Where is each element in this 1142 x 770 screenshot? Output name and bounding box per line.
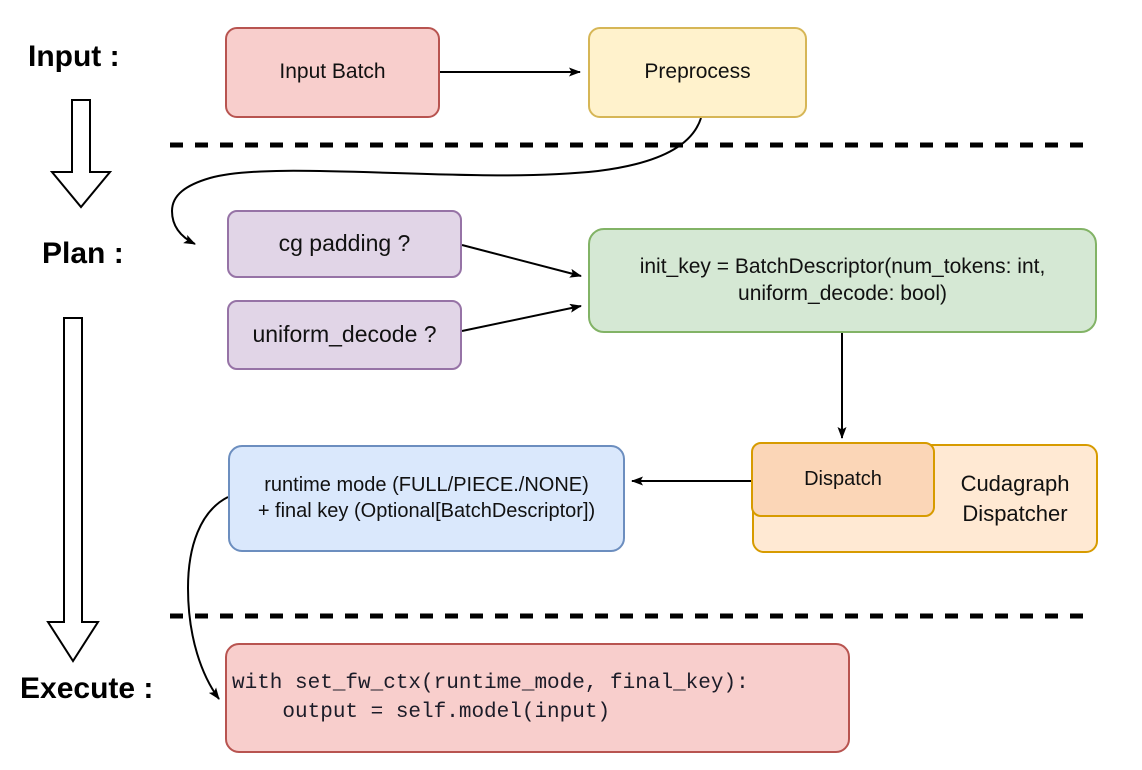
node-init-key: init_key = BatchDescriptor(num_tokens: i… xyxy=(588,228,1097,333)
node-preprocess-label: Preprocess xyxy=(644,60,751,84)
arrow-uniform-decode-to-init-key xyxy=(461,303,582,332)
flow-arrow-plan-to-execute-icon xyxy=(46,317,100,663)
node-runtime-mode: runtime mode (FULL/PIECE./NONE) + final … xyxy=(228,445,625,552)
cudagraph-label-line1: Cudagraph xyxy=(960,470,1070,496)
stage-label-execute: Execute : xyxy=(20,672,154,705)
node-runtime-mode-line1: runtime mode (FULL/PIECE./NONE) xyxy=(264,473,589,496)
cudagraph-label-line2: Dispatcher xyxy=(962,500,1068,526)
node-execute-code: with set_fw_ctx(runtime_mode, final_key)… xyxy=(225,643,850,753)
node-cg-padding-label: cg padding ? xyxy=(278,230,411,257)
node-init-key-line2: uniform_decode: bool) xyxy=(738,281,947,305)
execute-code-line2: output = self.model(input) xyxy=(232,701,611,724)
node-uniform-decode: uniform_decode ? xyxy=(227,300,462,370)
flow-arrow-input-to-plan-icon xyxy=(49,99,113,209)
node-init-key-line1: init_key = BatchDescriptor(num_tokens: i… xyxy=(639,254,1046,278)
node-dispatch-label: Dispatch xyxy=(804,467,882,490)
stage-label-plan: Plan : xyxy=(42,237,124,270)
node-runtime-mode-line2: + final key (Optional[BatchDescriptor]) xyxy=(257,499,596,522)
execute-code-line1: with set_fw_ctx(runtime_mode, final_key)… xyxy=(232,672,749,695)
arrow-cg-padding-to-init-key xyxy=(461,244,582,278)
arrow-preprocess-to-cg-padding xyxy=(170,117,702,245)
node-uniform-decode-label: uniform_decode ? xyxy=(252,321,437,348)
node-dispatch: Dispatch xyxy=(751,442,935,517)
node-preprocess: Preprocess xyxy=(588,27,807,118)
node-cudagraph-dispatcher-label: Cudagraph Dispatcher xyxy=(935,446,1095,551)
stage-label-input: Input : xyxy=(28,40,120,73)
node-input-batch-label: Input Batch xyxy=(279,60,386,84)
arrow-runtime-mode-to-execute-code xyxy=(186,496,229,700)
node-cg-padding: cg padding ? xyxy=(227,210,462,278)
node-input-batch: Input Batch xyxy=(225,27,440,118)
